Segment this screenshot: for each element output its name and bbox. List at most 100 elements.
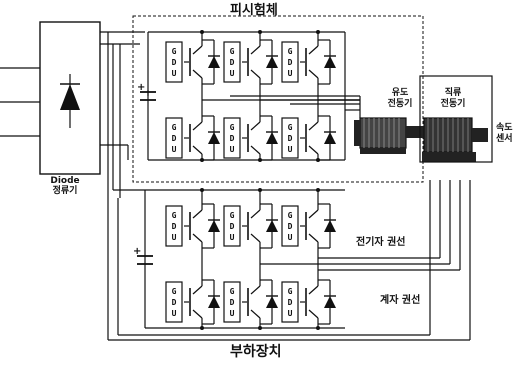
freewheel-diode [266, 132, 278, 144]
test-body-label: 피시험체 [230, 3, 278, 18]
gdu-letter: D [172, 58, 177, 67]
igbt-collector [250, 285, 261, 295]
igbt-emitter [192, 145, 203, 155]
gdu-box [281, 41, 299, 83]
gdu-box [165, 281, 183, 323]
junction-dot [200, 30, 204, 34]
gdu-letter: U [172, 233, 177, 242]
dc-motor-label: 직류 전동기 [435, 89, 471, 109]
gdu-letter: D [288, 134, 293, 143]
gdu-letter: G [288, 211, 293, 220]
igbt-collector [192, 121, 203, 131]
capacitor-plus: + [133, 246, 141, 257]
diode-rectifier-label-line1: Diode [50, 176, 80, 186]
gdu-letter: D [230, 298, 235, 307]
speed-sensor-box [472, 128, 488, 142]
igbt-emitter [250, 145, 261, 155]
gdu-letter: U [288, 233, 293, 242]
freewheel-diode [324, 296, 336, 308]
igbt-emitter [308, 233, 319, 243]
igbt-collector [308, 209, 319, 219]
igbt-collector [192, 285, 203, 295]
induction-motor-label-line2: 전동기 [387, 99, 413, 109]
diode-rectifier-label-line2: 정류기 [52, 186, 78, 196]
gdu-letter: U [172, 309, 177, 318]
capacitor-plus: + [137, 82, 145, 93]
gdu-letter: G [230, 47, 235, 56]
igbt-collector [308, 45, 319, 55]
igbt-collector [250, 121, 261, 131]
freewheel-diode [208, 132, 220, 144]
igbt-emitter [308, 309, 319, 319]
gdu-letter: D [172, 134, 177, 143]
gdu-letter: D [172, 298, 177, 307]
gdu-box [281, 205, 299, 247]
speed-sensor-label: 속도 센서 [496, 123, 513, 145]
junction-dot [258, 188, 262, 192]
igbt-collector [192, 209, 203, 219]
freewheel-diode [208, 296, 220, 308]
junction-dot [316, 30, 320, 34]
igbt-emitter [250, 309, 261, 319]
igbt-collector [308, 121, 319, 131]
wiring: ++ [0, 30, 471, 341]
gdu-letter: G [172, 47, 177, 56]
freewheel-diode [324, 132, 336, 144]
gdu-letter: U [230, 69, 235, 78]
igbt-emitter [192, 309, 203, 319]
junction-dot [200, 188, 204, 192]
igbt-collector [308, 285, 319, 295]
gdu-letter: U [230, 233, 235, 242]
induction-motor-label-line1: 유도 [391, 88, 409, 98]
gdu-box [165, 117, 183, 159]
speed-sensor-label-line2: 센서 [496, 134, 513, 144]
gdu-letter: G [288, 287, 293, 296]
gdu-letter: G [230, 211, 235, 220]
igbt-emitter [250, 233, 261, 243]
induction-motor-label: 유도 전동기 [385, 89, 415, 109]
gdu-letter: D [288, 298, 293, 307]
gdu-letter: U [288, 69, 293, 78]
gdu-letter: G [288, 47, 293, 56]
gdu-letter: U [172, 69, 177, 78]
dc-motor-enclosure [419, 75, 493, 163]
gdu-letter: D [230, 222, 235, 231]
junction-dot [258, 30, 262, 34]
junction-dot [316, 326, 320, 330]
gdu-letter: G [230, 287, 235, 296]
dc-motor-label-line2: 전동기 [440, 99, 466, 109]
gdu-box [165, 205, 183, 247]
igbt-emitter [308, 69, 319, 79]
gdu-box [281, 281, 299, 323]
freewheel-diode [208, 220, 220, 232]
coupling [406, 126, 424, 138]
igbt-emitter [192, 69, 203, 79]
dc-motor-base [422, 152, 476, 162]
enclosures [39, 15, 424, 183]
freewheel-diode [266, 56, 278, 68]
switches [184, 39, 336, 325]
junction-dot [258, 326, 262, 330]
gdu-letter: G [230, 123, 235, 132]
igbt-emitter [250, 69, 261, 79]
igbt-collector [250, 209, 261, 219]
test-body-enclosure [132, 15, 424, 183]
junction-dot [200, 326, 204, 330]
gdu-box [281, 117, 299, 159]
igbt-collector [250, 45, 261, 55]
induction-motor-base [360, 148, 406, 154]
freewheel-diode [266, 296, 278, 308]
freewheel-diode [324, 56, 336, 68]
gdu-letter: D [230, 134, 235, 143]
gdu-letter: D [230, 58, 235, 67]
gdu-box [165, 41, 183, 83]
freewheel-diode [208, 56, 220, 68]
machines [354, 75, 493, 163]
diode-rectifier-label: Diode 정류기 [40, 177, 90, 196]
gdu-box [223, 205, 241, 247]
gdu-letter: D [172, 222, 177, 231]
field-winding-label: 전기자 권선 [356, 237, 406, 248]
gdu-letter: D [288, 222, 293, 231]
